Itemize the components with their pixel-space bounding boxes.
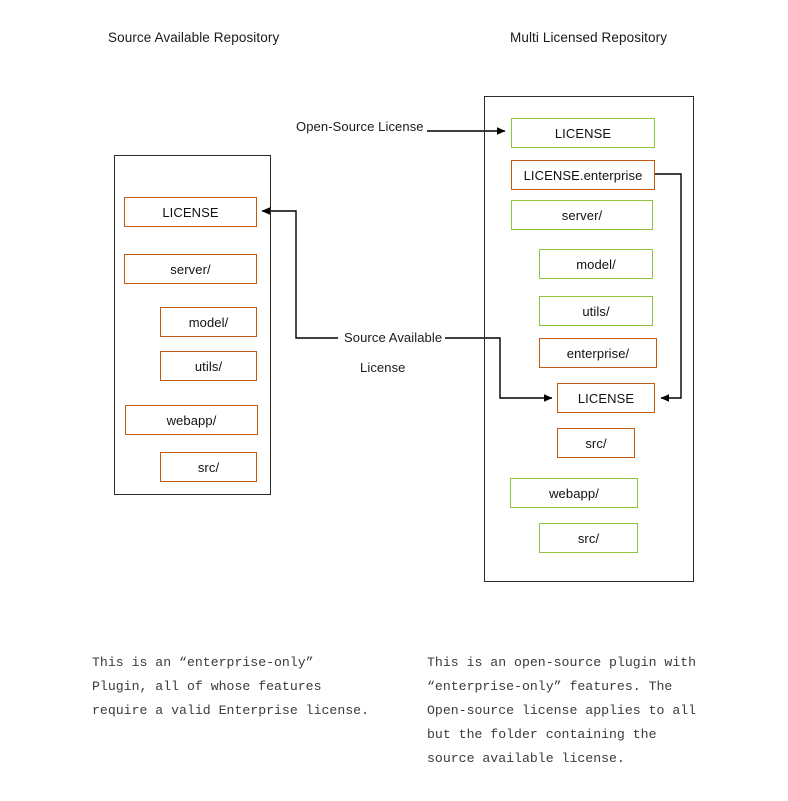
right-node-model[interactable]: model/ [539,249,653,279]
connector-source-available-right [437,337,553,402]
right-node-server[interactable]: server/ [511,200,653,230]
right-node-license-enterprise[interactable]: LICENSE.enterprise [511,160,655,190]
right-repo-caption: This is an open-source plugin with “ente… [427,655,697,766]
right-repo-title: Multi Licensed Repository [510,30,668,45]
right-node-utils[interactable]: utils/ [539,296,653,326]
left-node-license[interactable]: LICENSE [124,197,257,227]
left-node-src[interactable]: src/ [160,452,257,482]
left-node-server[interactable]: server/ [124,254,257,284]
left-repo-title: Source Available Repository [108,30,280,45]
edge-label-source-available-line1: Source Available [341,330,446,345]
left-repo-frame [114,155,271,495]
left-node-model[interactable]: model/ [160,307,257,337]
connector-source-available-left [261,207,338,339]
right-node-enterprise-src[interactable]: src/ [557,428,635,458]
edge-label-open-source-license: Open-Source License [293,119,427,134]
connector-license-enterprise-to-license [655,173,682,402]
right-node-webapp[interactable]: webapp/ [510,478,638,508]
right-node-license-open-source[interactable]: LICENSE [511,118,655,148]
right-node-enterprise[interactable]: enterprise/ [539,338,657,368]
right-node-enterprise-license[interactable]: LICENSE [557,383,655,413]
left-node-webapp[interactable]: webapp/ [125,405,258,435]
right-node-webapp-src[interactable]: src/ [539,523,638,553]
left-node-utils[interactable]: utils/ [160,351,257,381]
edge-label-source-available-line2: License [357,360,409,375]
right-repo-frame [484,96,694,582]
left-repo-caption: This is an “enterprise-only” Plugin, all… [92,655,369,718]
